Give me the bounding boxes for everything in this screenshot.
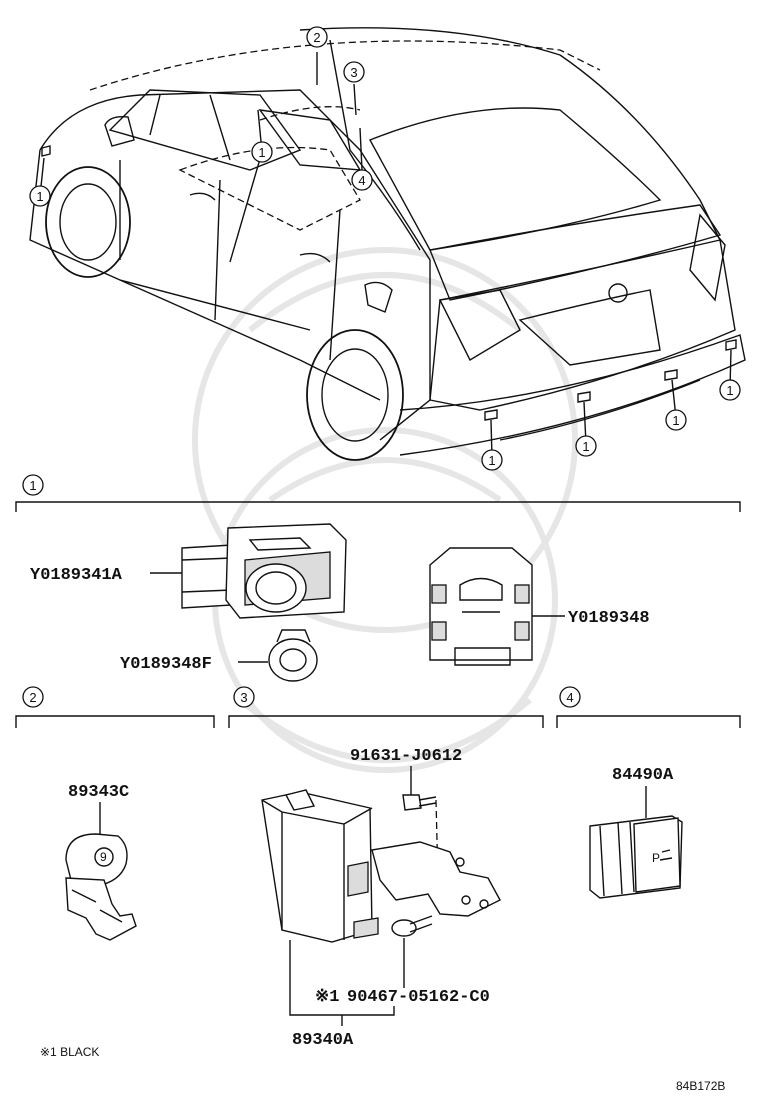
callout-label: 1 bbox=[36, 189, 43, 204]
section-number: 1 bbox=[29, 478, 36, 493]
retainer-y0189348 bbox=[429, 547, 533, 666]
callout-label: 3 bbox=[350, 65, 357, 80]
section-number: 4 bbox=[566, 690, 573, 705]
section-4-header: 4 bbox=[556, 686, 741, 728]
switch-84490a: P bbox=[589, 815, 683, 899]
bolt-91631-j0612 bbox=[402, 794, 437, 811]
car-illustration bbox=[29, 27, 746, 461]
section-1-header: 1 bbox=[15, 474, 741, 512]
sensor-y0189341a bbox=[181, 523, 347, 619]
car-callout-3: 3 bbox=[343, 61, 365, 83]
section-2-header: 2 bbox=[15, 686, 215, 728]
car-callout-1-rear-d: 1 bbox=[719, 379, 741, 401]
part-label-89343c: 89343C bbox=[68, 783, 129, 802]
ecu-bracket bbox=[371, 841, 501, 917]
car-callout-1-rear-c: 1 bbox=[665, 409, 687, 431]
sensor-89343c: 9 bbox=[65, 833, 137, 941]
section-number: 3 bbox=[240, 690, 247, 705]
callout-label: 2 bbox=[313, 30, 320, 45]
car-callout-1-front: 1 bbox=[29, 185, 51, 207]
car-callout-1-rear-b: 1 bbox=[575, 435, 597, 457]
footnote: ※1 BLACK bbox=[40, 1045, 99, 1059]
callout-label: 4 bbox=[358, 173, 365, 188]
part-label-84490a: 84490A bbox=[612, 766, 674, 785]
car-callout-1-side: 1 bbox=[251, 141, 273, 163]
section-3-header: 3 bbox=[228, 686, 544, 728]
clip-90467-05162-c0 bbox=[391, 915, 433, 937]
clip-note-mark: ※1 bbox=[315, 988, 339, 1007]
part-label-90467-05162-c0: 90467-05162-C0 bbox=[347, 988, 490, 1007]
callout-label: 1 bbox=[582, 439, 589, 454]
watermark-emblem bbox=[192, 247, 578, 773]
part-label-91631-j0612: 91631-J0612 bbox=[350, 747, 462, 766]
part-label-y0189348f: Y0189348F bbox=[120, 655, 212, 674]
car-callout-1-rear-a: 1 bbox=[481, 449, 503, 471]
leader-bracket bbox=[289, 940, 395, 1026]
part-label-y0189348: Y0189348 bbox=[568, 609, 650, 628]
part-label-y0189341a: Y0189341A bbox=[30, 566, 123, 585]
car-callout-2: 2 bbox=[306, 26, 328, 48]
callout-label: 1 bbox=[488, 453, 495, 468]
diagram-code: 84B172B bbox=[676, 1079, 725, 1093]
callout-label: 1 bbox=[258, 145, 265, 160]
callout-label: 1 bbox=[726, 383, 733, 398]
section-number: 2 bbox=[29, 690, 36, 705]
part-label-89340a: 89340A bbox=[292, 1031, 354, 1050]
parking-sensor-glyph: P bbox=[652, 851, 660, 865]
car-callout-4: 4 bbox=[351, 169, 373, 191]
sensor-ring-y0189348f bbox=[268, 629, 318, 682]
sensor-mark: 9 bbox=[100, 850, 107, 864]
callout-label: 1 bbox=[672, 413, 679, 428]
ecu-89340a bbox=[261, 789, 379, 943]
